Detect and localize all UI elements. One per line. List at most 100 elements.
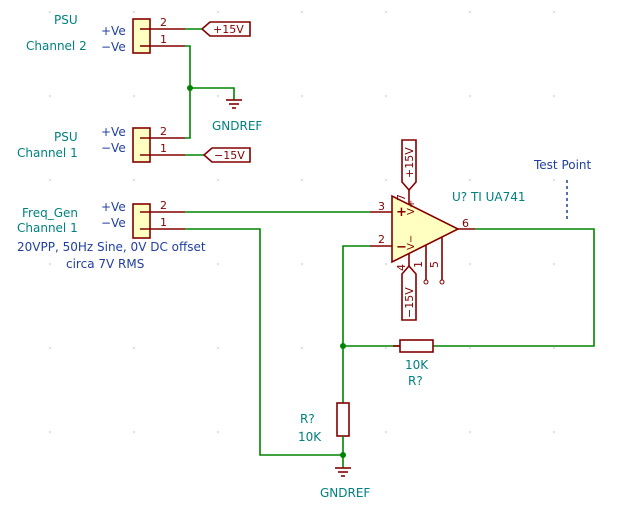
grid-dot: [217, 263, 219, 265]
psu-ch1-channel: Channel 1: [17, 146, 78, 160]
svg-text:+15V: +15V: [403, 147, 416, 178]
psu-ch1-pin1: 1: [160, 142, 167, 155]
freq-gen-note-1: 20VPP, 50Hz Sine, 0V DC offset: [17, 240, 206, 254]
grid-dot: [553, 95, 555, 97]
junction-gnd-bottom: [340, 452, 346, 458]
opamp-pin3: 3: [378, 200, 385, 213]
grid-dot: [385, 179, 387, 181]
grid-dot: [301, 179, 303, 181]
grid-dot: [385, 347, 387, 349]
grid-dot: [49, 347, 51, 349]
grid-dot: [133, 431, 135, 433]
freq-gen-pos-label: +Ve: [101, 200, 126, 214]
wire-output-feedback: [433, 228, 595, 347]
grid-dot: [553, 347, 555, 349]
psu-ch1-pos-label: +Ve: [101, 125, 126, 139]
grid-dot: [385, 95, 387, 97]
grid-dot: [49, 263, 51, 265]
grid-dot: [469, 263, 471, 265]
freq-gen-name: Freq_Gen: [22, 206, 78, 220]
opamp-pin4: 4: [395, 264, 408, 271]
grid-dot: [469, 431, 471, 433]
grid-dot: [469, 11, 471, 13]
grid-dots: [49, 11, 555, 433]
freq-gen-neg-label: −Ve: [101, 216, 126, 230]
grid-dot: [49, 95, 51, 97]
psu-ch2-channel: Channel 2: [26, 39, 87, 53]
grid-dot: [553, 431, 555, 433]
psu-ch2-pin1: 1: [160, 33, 167, 46]
rg-value: 10K: [298, 430, 322, 444]
psu-ch2-name: PSU: [54, 13, 78, 27]
grid-dot: [385, 431, 387, 433]
opamp-pin5: 5: [428, 261, 441, 268]
grid-dot: [469, 179, 471, 181]
grid-dot: [385, 263, 387, 265]
psu-ch2-pin2: 2: [160, 16, 167, 29]
resistor-feedback[interactable]: [393, 339, 434, 353]
ground-symbol-bottom: [335, 467, 351, 477]
grid-dot: [301, 95, 303, 97]
grid-dot: [133, 179, 135, 181]
grid-dot: [217, 95, 219, 97]
grid-dot: [49, 431, 51, 433]
grid-dot: [553, 11, 555, 13]
grid-dot: [133, 11, 135, 13]
grid-dot: [301, 431, 303, 433]
psu-channel-2-connector[interactable]: 2 1: [132, 16, 185, 54]
power-label-pos15-top: +15V: [200, 21, 251, 37]
rf-ref: R?: [408, 374, 423, 388]
grid-dot: [217, 179, 219, 181]
psu-ch1-name: PSU: [54, 130, 78, 144]
grid-dot: [553, 263, 555, 265]
grid-dot: [217, 347, 219, 349]
svg-text:+15V: +15V: [213, 23, 244, 36]
psu-ch2-neg-label: −Ve: [101, 40, 126, 54]
psu-ch1-pin2: 2: [160, 125, 167, 138]
freq-gen-connector[interactable]: 2 1: [132, 199, 185, 239]
psu-ch1-neg-label: −Ve: [101, 141, 126, 155]
opamp-minus-sign: −: [396, 240, 407, 255]
psu-ch2-pos-label: +Ve: [101, 24, 126, 38]
grid-dot: [133, 347, 135, 349]
grid-dot: [301, 263, 303, 265]
grid-dot: [385, 11, 387, 13]
grid-dot: [553, 179, 555, 181]
wire-ch2-neg-to-ch1-pos: [185, 45, 191, 139]
wire-inv-to-node: [342, 245, 370, 346]
grid-dot: [49, 179, 51, 181]
power-label-neg15-opamp: −15V: [401, 264, 417, 321]
grid-dot: [301, 347, 303, 349]
opamp-pin2: 2: [378, 233, 385, 246]
grid-dot: [217, 431, 219, 433]
opamp-vminus: V−: [406, 235, 417, 250]
grid-dot: [301, 11, 303, 13]
opamp-vplus: V+: [406, 200, 417, 215]
opamp-ua741[interactable]: + − 3 2 6 7 4 1 5 V+ V−: [370, 190, 475, 285]
freq-gen-pin2: 2: [160, 199, 167, 212]
ground-symbol-top: [226, 99, 242, 109]
opamp-ref: U? TI UA741: [452, 190, 526, 204]
opamp-pin7: 7: [395, 194, 408, 201]
svg-text:−15V: −15V: [214, 149, 245, 162]
psu-channel-1-connector[interactable]: 2 1: [132, 125, 185, 163]
opamp-pin1: 1: [412, 261, 425, 268]
wire-fg-neg-to-ground: [185, 228, 343, 456]
opamp-pin6: 6: [462, 217, 469, 230]
grid-dot: [469, 347, 471, 349]
freq-gen-note-2: circa 7V RMS: [66, 257, 144, 271]
resistor-ground[interactable]: [336, 402, 350, 437]
grid-dot: [217, 11, 219, 13]
rg-ref: R?: [300, 412, 315, 426]
grid-dot: [133, 263, 135, 265]
gnd-label-bottom: GNDREF: [320, 486, 370, 500]
grid-dot: [49, 11, 51, 13]
rf-value: 10K: [405, 358, 429, 372]
test-point-label: Test Point: [533, 158, 592, 172]
power-label-pos15-opamp: +15V: [401, 139, 417, 192]
power-label-neg15-mid: −15V: [202, 147, 251, 163]
grid-dot: [469, 95, 471, 97]
svg-text:−15V: −15V: [403, 287, 416, 318]
freq-gen-channel: Channel 1: [17, 221, 78, 235]
